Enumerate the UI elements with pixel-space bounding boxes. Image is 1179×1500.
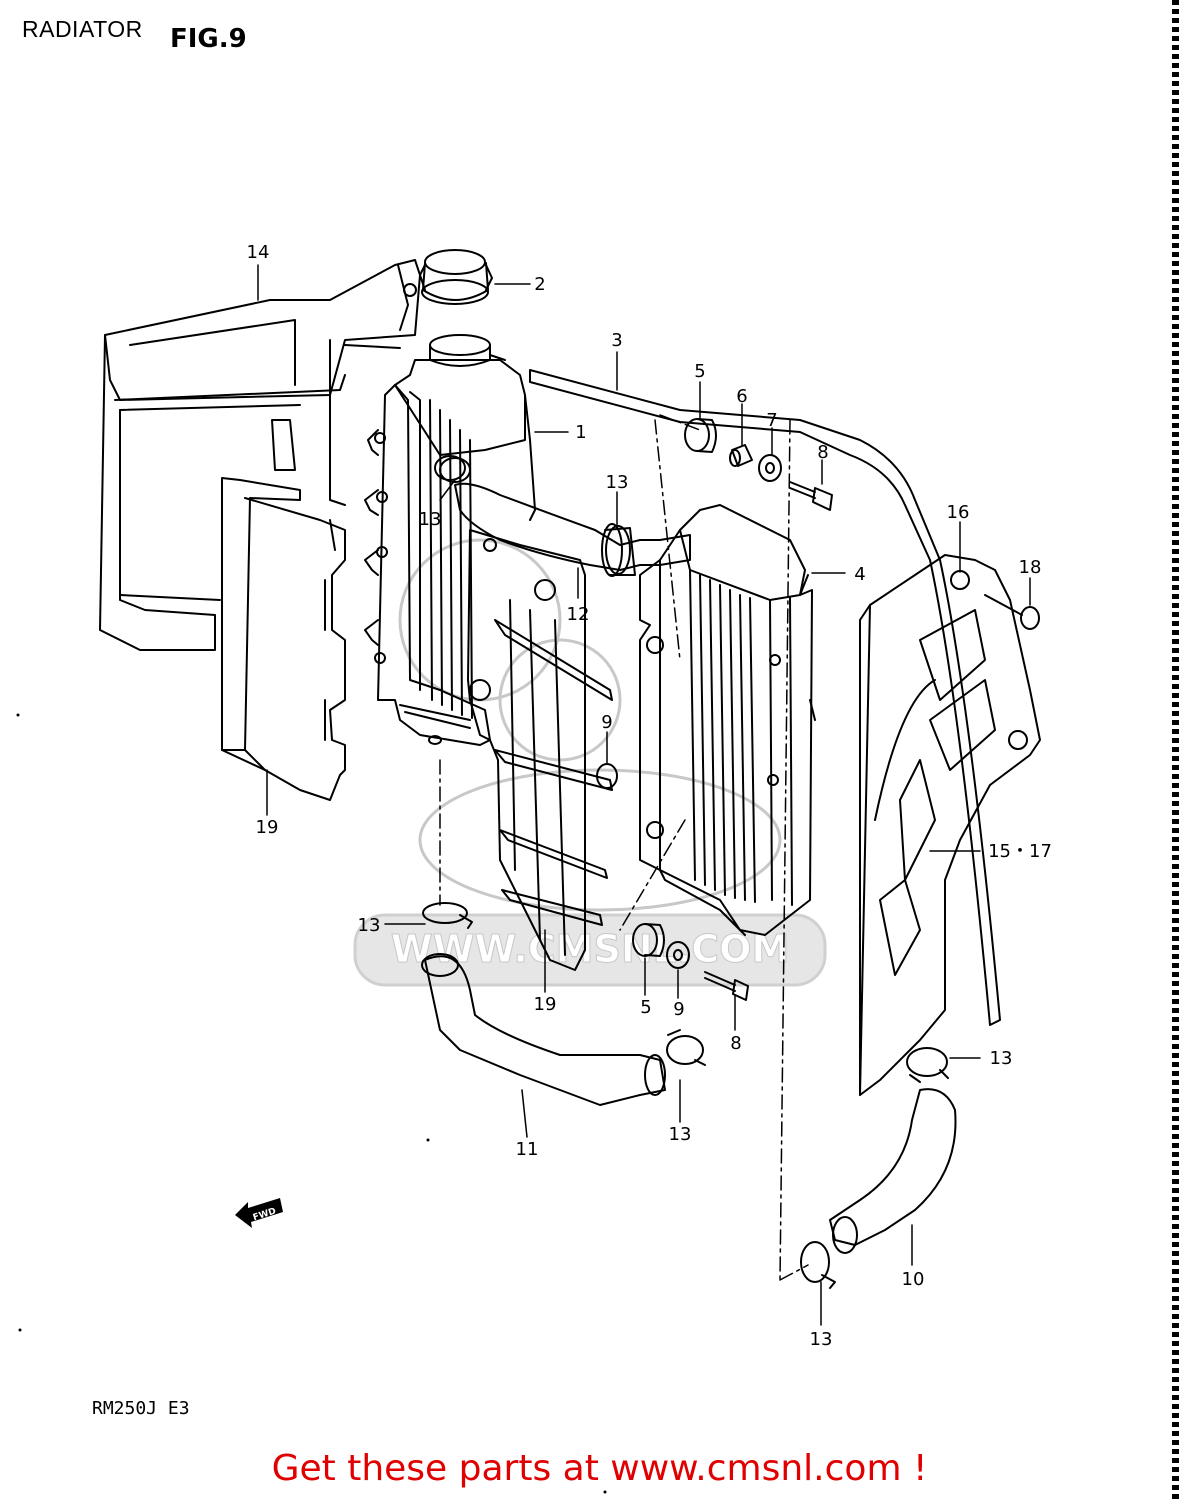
page-border xyxy=(1172,0,1179,1500)
callout-10: 10 xyxy=(902,1269,925,1290)
grille-panel-center xyxy=(467,529,613,971)
collar-upper xyxy=(729,444,753,467)
lower-hose-right xyxy=(829,1088,957,1254)
callout-13-lower-mid: 13 xyxy=(669,1124,692,1145)
forward-arrow-icon: FWD xyxy=(235,1198,283,1228)
callout-13-radiator: 13 xyxy=(419,509,442,530)
radiator-cap xyxy=(419,249,506,367)
radiator-shroud-frame xyxy=(99,259,421,651)
leader-lines xyxy=(257,264,1031,1326)
side-panel-left xyxy=(221,477,346,801)
callout-13-bottom: 13 xyxy=(810,1329,833,1350)
callout-4: 4 xyxy=(854,564,865,585)
callout-19-center: 19 xyxy=(534,994,557,1015)
bolt-upper xyxy=(789,481,833,511)
lower-hose xyxy=(421,953,666,1106)
callout-2: 2 xyxy=(534,274,545,295)
grommet-lower xyxy=(632,923,665,957)
callout-1: 1 xyxy=(575,422,586,443)
callout-3: 3 xyxy=(611,330,622,351)
callout-13-hose: 13 xyxy=(606,472,629,493)
bolt-lower xyxy=(704,971,749,1001)
radiator-guard-right xyxy=(859,554,1041,1096)
grommet-upper xyxy=(684,418,717,453)
callout-5-upper: 5 xyxy=(694,361,705,382)
footer-link[interactable]: Get these parts at www.cmsnl.com ! xyxy=(271,1448,928,1489)
callout-12: 12 xyxy=(567,604,590,625)
figure-number: FIG.9 xyxy=(170,24,247,54)
callout-9-mid: 9 xyxy=(601,712,612,733)
callout-13-right: 13 xyxy=(990,1048,1013,1069)
washer-upper xyxy=(758,454,782,482)
callout-18: 18 xyxy=(1019,557,1042,578)
callout-15-17: 15・17 xyxy=(988,841,1052,862)
washer-mid xyxy=(596,763,618,789)
screw-18 xyxy=(984,594,1040,630)
stray-dots xyxy=(16,713,607,1494)
callout-11: 11 xyxy=(516,1139,539,1160)
watermark-logo xyxy=(353,538,827,987)
hose-clamp xyxy=(422,455,949,1289)
radiator-left xyxy=(639,504,816,936)
callout-13-lower-left: 13 xyxy=(358,915,381,936)
callout-8-lower: 8 xyxy=(730,1033,741,1054)
model-code: RM250J E3 xyxy=(92,1398,190,1419)
callout-7: 7 xyxy=(766,410,777,431)
watermark-text: WWW.CMSNL.COM xyxy=(391,927,790,971)
callout-19-left: 19 xyxy=(256,817,279,838)
radiator-right xyxy=(364,359,536,746)
connecting-hose xyxy=(439,457,691,576)
callout-6: 6 xyxy=(736,386,747,407)
overflow-hose xyxy=(529,369,1001,1026)
assembly-guide-lines xyxy=(439,414,809,1281)
callout-14: 14 xyxy=(247,242,270,263)
callout-16: 16 xyxy=(947,502,970,523)
callout-9-lower: 9 xyxy=(673,999,684,1020)
callout-5-lower: 5 xyxy=(640,997,651,1018)
diagram-title: RADIATOR xyxy=(22,16,143,42)
washer-lower xyxy=(666,941,690,969)
callout-8-upper: 8 xyxy=(817,442,828,463)
